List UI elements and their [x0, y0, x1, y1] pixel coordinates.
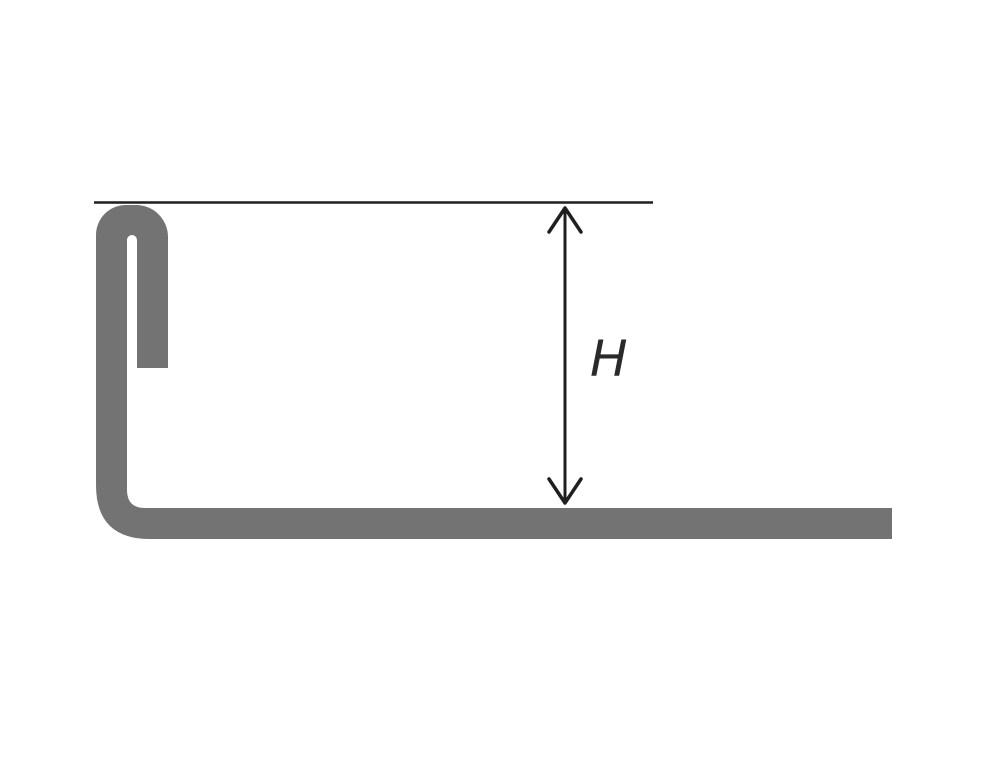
- height-dimension-label: H: [590, 330, 628, 388]
- trim-profile-shape: [96, 205, 892, 539]
- arrow-up-head: [547, 206, 583, 234]
- arrow-down-head: [547, 477, 583, 505]
